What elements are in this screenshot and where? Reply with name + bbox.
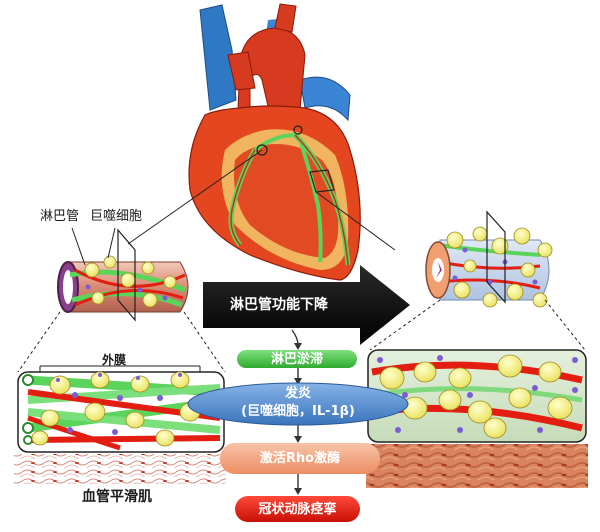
right-vessel-tube xyxy=(425,210,553,308)
rho-kinase-step: 激活Rho激酶 xyxy=(259,451,341,466)
left-vessel-tube xyxy=(57,227,189,322)
rho-kinase-pill-bg xyxy=(220,443,380,474)
stasis-pill-bg xyxy=(237,350,357,368)
coronary-spasm-step: 冠状动脉痉挛 xyxy=(258,502,337,517)
spasm-pill-bg xyxy=(235,496,360,522)
flow-arrows xyxy=(291,329,302,495)
inflammation-ellipse-bg xyxy=(187,382,409,426)
inflammation-step-title: 发炎 xyxy=(284,386,311,401)
heart-illustration xyxy=(127,3,396,281)
inflammation-step-detail: (巨噬细胞，IL-1β) xyxy=(241,404,355,419)
left-detail-panel xyxy=(17,365,225,453)
adventitia-label: 外膜 xyxy=(102,353,127,367)
lymph-stasis-step: 淋巴淤滞 xyxy=(270,352,323,367)
left-smooth-muscle-layer xyxy=(14,454,226,484)
right-smooth-muscle-layer xyxy=(366,444,588,488)
arrow-label: 淋巴管功能下降 xyxy=(230,297,328,313)
smooth-muscle-label: 血管平滑肌 xyxy=(82,489,152,505)
macrophage-label: 巨噬细胞 xyxy=(90,209,143,224)
right-detail-panel xyxy=(367,349,587,443)
big-arrow xyxy=(203,265,410,345)
lymph-vessel-label: 淋巴管 xyxy=(40,209,80,224)
